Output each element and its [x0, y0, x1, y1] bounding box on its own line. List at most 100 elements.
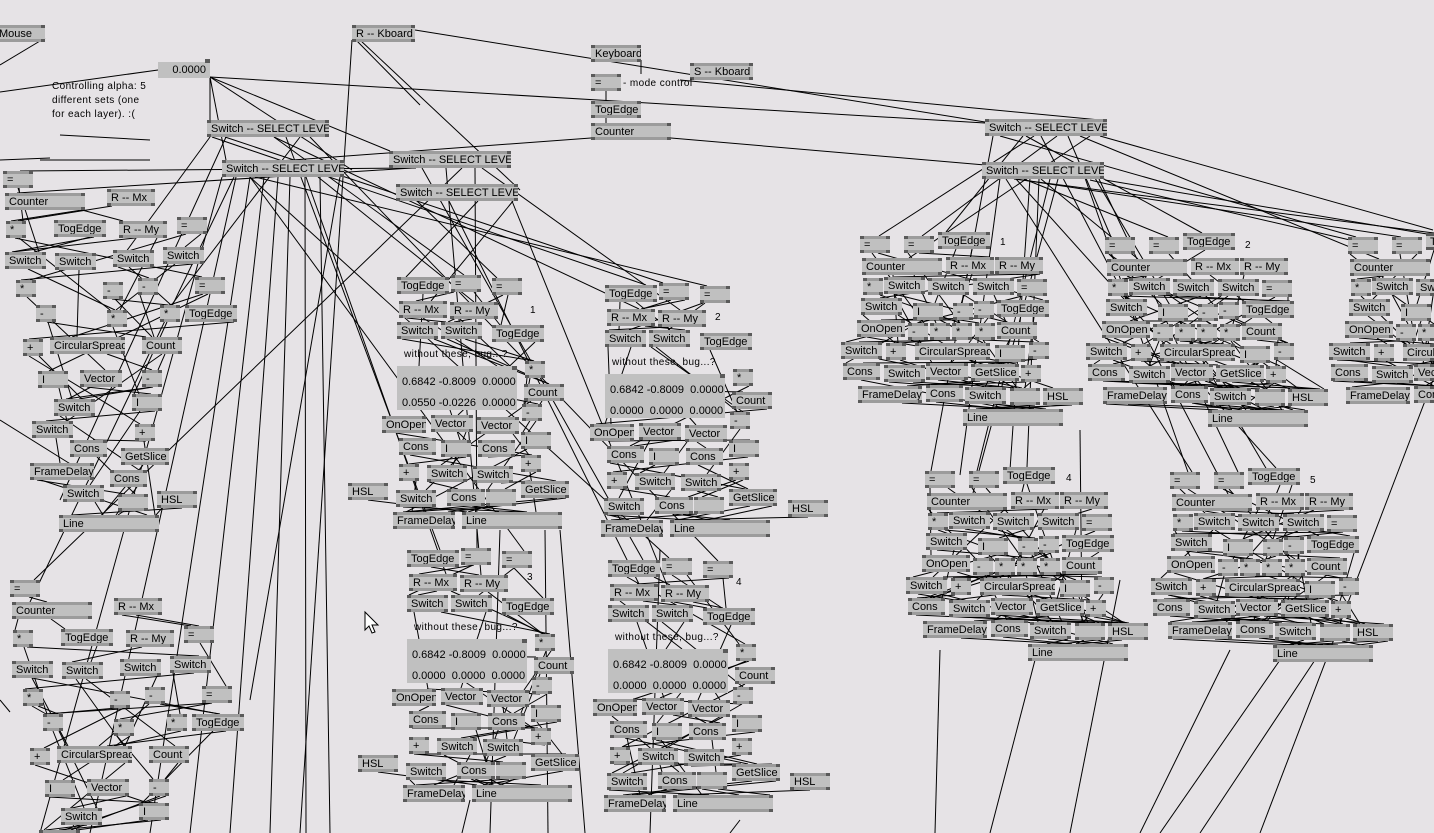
subtract-node[interactable]: - [1153, 324, 1173, 341]
switch-node[interactable]: Switch [1129, 366, 1170, 383]
switch-node[interactable]: Switch [55, 253, 96, 270]
connection-link[interactable] [119, 136, 211, 261]
connection-link[interactable] [460, 721, 558, 739]
connection-link[interactable] [90, 645, 98, 663]
equals-node[interactable]: = [659, 283, 689, 300]
connection-link[interactable] [0, 419, 81, 471]
add-node[interactable]: + [30, 748, 50, 765]
hsl-node[interactable]: HSL [788, 500, 828, 517]
hsl-node[interactable]: HSL [1353, 624, 1393, 641]
equals-node[interactable]: = [1149, 237, 1179, 254]
connection-link[interactable] [484, 755, 488, 763]
connection-link[interactable] [1345, 617, 1366, 625]
subtract-node[interactable]: - [1018, 538, 1038, 555]
hsl-node[interactable]: HSL [348, 483, 388, 500]
togedge-node[interactable]: TogEdge [1183, 233, 1235, 250]
r-mx-node[interactable]: R -- Mx [1011, 492, 1059, 509]
r-mx-node[interactable]: R -- Mx [610, 584, 658, 601]
connection-link[interactable] [1077, 639, 1123, 645]
count-node[interactable]: Count [1062, 557, 1102, 574]
connection-link[interactable] [47, 321, 73, 400]
connection-link[interactable] [500, 294, 509, 326]
subtract-node[interactable]: - [953, 303, 973, 320]
connection-link[interactable] [139, 294, 155, 338]
spread-i-node[interactable]: I [732, 715, 762, 732]
connection-link[interactable] [633, 439, 677, 447]
multiply-node[interactable]: * [930, 323, 950, 340]
line-node[interactable]: Line [1028, 644, 1128, 661]
connection-link[interactable] [1131, 382, 1206, 387]
switch-node[interactable]: Switch [1238, 514, 1279, 531]
framedelay-node[interactable]: FrameDelay [1103, 387, 1167, 404]
connection-link[interactable] [692, 601, 724, 609]
equals-node[interactable]: = [1327, 515, 1357, 532]
switch-node[interactable]: Switch [1151, 578, 1192, 595]
connection-link[interactable] [172, 672, 181, 715]
switch-node[interactable]: Switch [1283, 514, 1324, 531]
connection-link[interactable] [249, 176, 341, 701]
vector-node[interactable]: Vector [1414, 364, 1434, 381]
onopen-node[interactable]: OnOpen [1102, 321, 1150, 338]
line-node[interactable]: Line [462, 512, 562, 529]
framedelay-node[interactable]: FrameDelay [403, 785, 465, 802]
onopen-node[interactable]: OnOpen [857, 320, 905, 337]
togedge-node[interactable]: TogEdge [1062, 535, 1114, 552]
switch-node[interactable]: Switch [1218, 279, 1259, 296]
multiply-node[interactable]: * [16, 280, 36, 297]
connection-link[interactable] [428, 481, 459, 490]
multiply-node[interactable]: * [13, 630, 33, 647]
connection-link[interactable] [960, 616, 1096, 624]
count-node[interactable]: Count [732, 392, 772, 409]
switch-node[interactable]: Switch [437, 738, 477, 755]
multiply-node[interactable]: * [535, 634, 555, 651]
connection-link[interactable] [37, 705, 59, 715]
connection-link[interactable] [437, 779, 542, 786]
counter-node[interactable]: Counter [1350, 259, 1430, 276]
mouse-node[interactable]: Mouse [0, 25, 45, 42]
connection-link[interactable] [1349, 340, 1400, 344]
r-mx-node[interactable]: R -- Mx [946, 257, 994, 274]
count-node[interactable]: Count [1307, 558, 1347, 575]
r-my-node[interactable]: R -- My [450, 302, 498, 319]
blank-node[interactable] [1075, 623, 1105, 640]
cons-node[interactable]: Cons [1236, 621, 1273, 638]
subtract-node[interactable]: - [1274, 343, 1294, 360]
connection-link[interactable] [44, 702, 212, 715]
connection-link[interactable] [78, 386, 154, 400]
connection-link[interactable] [1276, 359, 1325, 390]
spread-i-node[interactable]: I [132, 394, 162, 411]
getslice-node[interactable]: GetSlice [729, 489, 777, 506]
connection-link[interactable] [1069, 579, 1121, 833]
multiply-node[interactable]: * [1418, 324, 1434, 341]
cons-node[interactable]: Cons [686, 448, 723, 465]
connection-link[interactable] [418, 705, 430, 712]
switch-node[interactable]: Switch [1372, 278, 1413, 295]
connection-link[interactable] [1093, 616, 1129, 624]
hsl-node[interactable]: HSL [157, 491, 197, 508]
connection-link[interactable] [355, 39, 421, 106]
connection-link[interactable] [209, 76, 986, 124]
line-node[interactable]: Line [673, 795, 773, 812]
equals-node[interactable]: = [1017, 279, 1047, 296]
connection-link[interactable] [706, 428, 741, 475]
subtract-node[interactable]: - [1094, 577, 1114, 594]
connection-link[interactable] [609, 462, 746, 490]
add-node[interactable]: + [1374, 344, 1394, 361]
r-my-node[interactable]: R -- My [1240, 258, 1288, 275]
add-node[interactable]: + [610, 747, 630, 764]
connection-link[interactable] [67, 386, 92, 400]
connection-link[interactable] [1191, 402, 1233, 411]
equals-node[interactable]: = [451, 275, 481, 292]
equals-node[interactable]: = [195, 277, 225, 294]
subtract-node[interactable]: - [1218, 559, 1238, 576]
circularspread-node[interactable]: CircularSpread [1160, 344, 1235, 361]
togedge-node[interactable]: TogEdge [1307, 536, 1359, 553]
switch-select-level-node[interactable]: Switch -- SELECT LEVEL [396, 184, 518, 201]
switch-node[interactable]: Switch [1030, 622, 1071, 639]
equals-node[interactable]: = [904, 236, 934, 253]
r-my-node[interactable]: R -- My [126, 630, 174, 647]
hsl-node[interactable]: HSL [1108, 623, 1148, 640]
hsl-node[interactable]: HSL [1288, 389, 1328, 406]
connection-link[interactable] [17, 205, 113, 222]
togedge-node[interactable]: TogEdge [938, 232, 990, 249]
